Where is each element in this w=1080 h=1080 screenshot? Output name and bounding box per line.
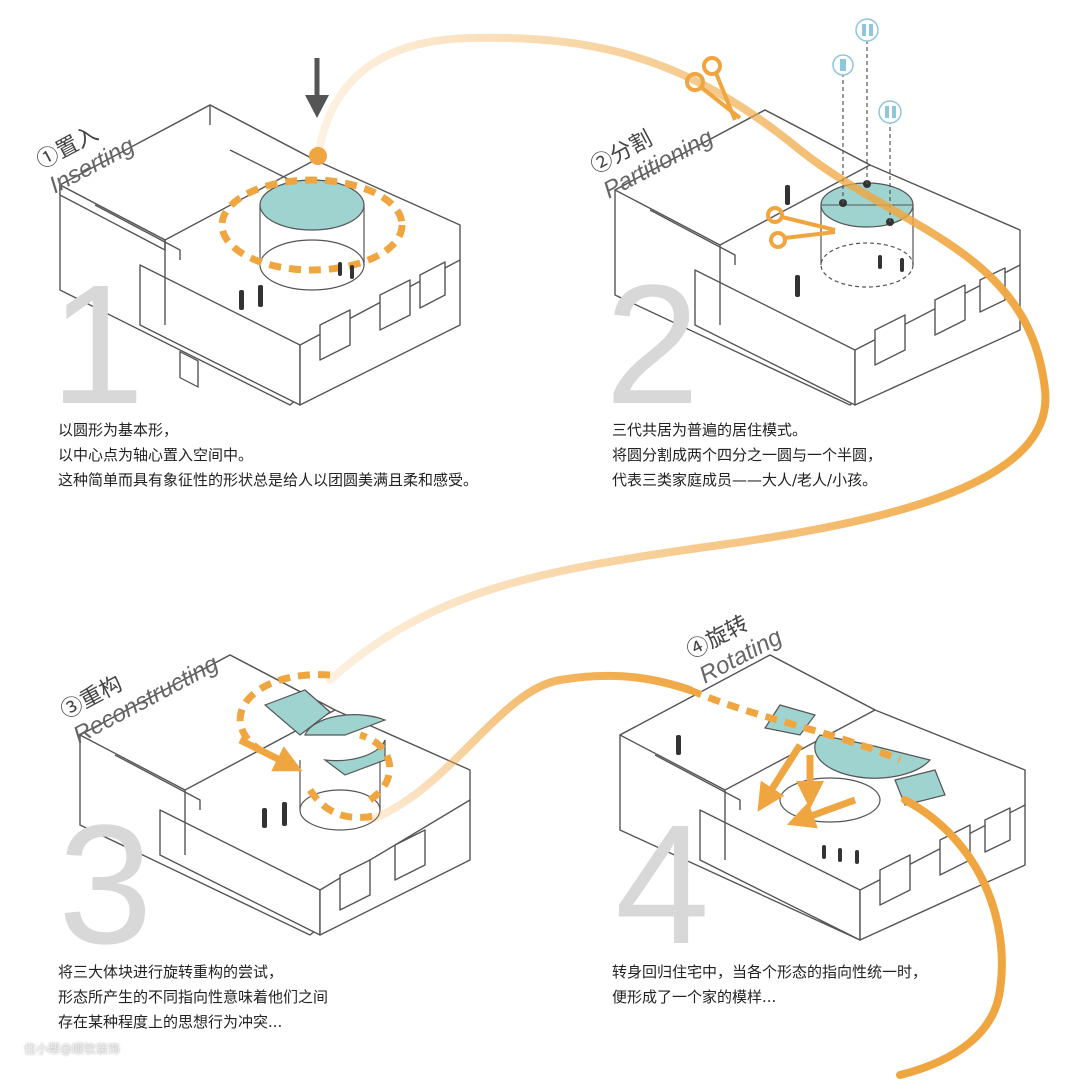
scissors-icon	[766, 206, 836, 249]
description-line: 三代共居为普遍的居住模式。	[612, 421, 808, 439]
flow-curve-1-2	[314, 33, 1050, 684]
orbit-dashes-4	[688, 686, 902, 764]
building-model-4	[619, 654, 1026, 941]
description-line: 这种简单而具有象征性的形状总是给人以团圆美满且柔和感受。	[58, 471, 479, 489]
step-description-1: 以圆形为基本形， 以中心点为轴心置入空间中。 这种简单而具有象征性的形状总是给人…	[58, 418, 478, 493]
description-line: 将三大体块进行旋转重构的尝试，	[58, 963, 284, 981]
building-model-2	[614, 109, 1021, 406]
description-line: 转身回归住宅中，当各个形态的指向性统一时，	[612, 963, 928, 981]
step-description-3: 将三大体块进行旋转重构的尝试， 形态所产生的不同指向性意味着他们之间 存在某种程…	[58, 960, 328, 1035]
description-line: 以圆形为基本形，	[58, 421, 179, 439]
down-arrow-icon	[305, 58, 329, 118]
description-line: 便形成了一个家的模样...	[612, 988, 777, 1006]
figures-3	[262, 802, 287, 828]
figures-1	[239, 262, 354, 310]
flow-curve-3-4	[366, 671, 694, 824]
orange-arrows-3	[238, 736, 303, 772]
description-line: 形态所产生的不同指向性意味着他们之间	[58, 988, 329, 1006]
scissors-icon	[685, 56, 742, 121]
step-number-4: 4	[615, 790, 710, 980]
description-line: 存在某种程度上的思想行为冲突...	[58, 1013, 283, 1031]
orange-arrows-4	[757, 743, 857, 829]
description-line: 将圆分割成两个四分之一圆与一个半圆，	[612, 446, 883, 464]
rotation-arrows-3	[236, 671, 394, 821]
step-number-3: 3	[58, 790, 153, 980]
watermark: 住小帮@顺钦装饰	[24, 1042, 121, 1056]
description-line: 以中心点为轴心置入空间中。	[58, 446, 254, 464]
flow-curve-4-exit	[896, 796, 1006, 1079]
step-description-4: 转身回归住宅中，当各个形态的指向性统一时， 便形成了一个家的模样...	[612, 960, 927, 1010]
reconstructed-pieces-3	[263, 689, 387, 831]
building-model-3	[79, 654, 471, 936]
figures-2	[785, 185, 904, 297]
description-line: 代表三类家庭成员——大人/老人/小孩。	[612, 471, 878, 489]
step-number-1: 1	[50, 250, 145, 440]
figures-4	[676, 735, 859, 864]
step-number-2: 2	[605, 250, 700, 440]
orange-orbit-1	[218, 176, 406, 274]
step-description-2: 三代共居为普遍的居住模式。 将圆分割成两个四分之一圆与一个半圆， 代表三类家庭成…	[612, 418, 882, 493]
circle-insert-1	[259, 179, 365, 291]
